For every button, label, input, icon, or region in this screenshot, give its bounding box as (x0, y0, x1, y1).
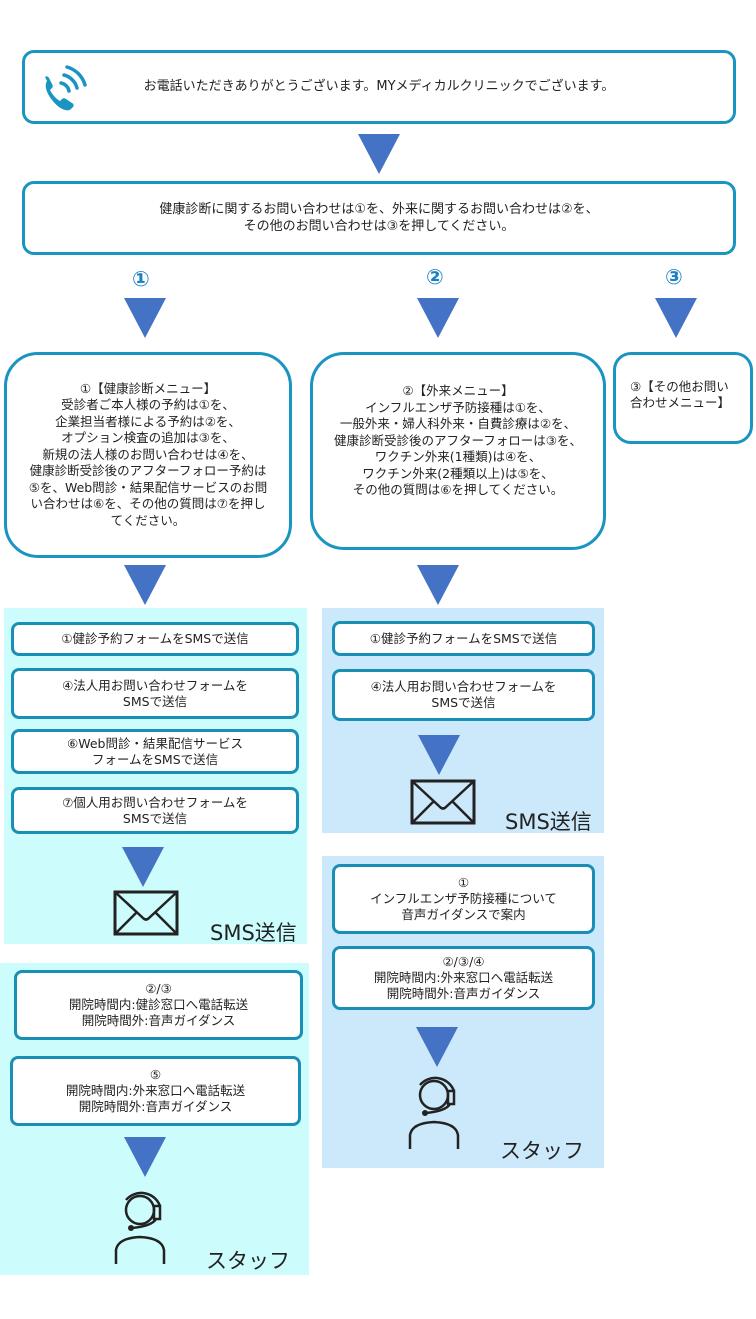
arrow-down-icon (124, 1137, 166, 1177)
envelope-icon (410, 779, 476, 825)
arrow-down-icon (124, 565, 166, 605)
arrow-down-icon (358, 134, 400, 174)
staff-label: スタッフ (206, 1249, 290, 1273)
other-menu-text: ③【その他お問い 合わせメニュー】 (630, 379, 731, 410)
arrow-down-icon (655, 298, 697, 338)
health-checkup-menu-text: ①【健康診断メニュー】 受診者ご本人様の予約は①を、 企業担当者様による予約は②… (28, 380, 268, 528)
phone-ringing-icon (39, 63, 95, 115)
main-menu-text: 健康診断に関するお問い合わせは①を、外来に関するお問い合わせは②を、 その他のお… (159, 202, 599, 234)
arrow-down-icon (417, 565, 459, 605)
outpatient-menu-box: ②【外来メニュー】 インフルエンザ予防接種は①を、 一般外来・婦人科外来・自費診… (310, 352, 606, 550)
staff-option: ⑤ 開院時間内:外来窓口へ電話転送 開院時間外:音声ガイダンス (10, 1056, 301, 1126)
envelope-icon (113, 890, 179, 936)
arrow-down-icon (416, 1027, 458, 1067)
sms-send-label: SMS送信 (505, 810, 592, 834)
staff-option: ②/③/④ 開院時間内:外来窓口へ電話転送 開院時間外:音声ガイダンス (332, 946, 595, 1010)
sms-option: ⑥Web問診・結果配信サービス フォームをSMSで送信 (11, 729, 299, 774)
other-menu-box: ③【その他お問い 合わせメニュー】 (613, 352, 753, 444)
sms-option: ⑦個人用お問い合わせフォームを SMSで送信 (11, 787, 299, 834)
arrow-down-icon (122, 847, 164, 887)
health-checkup-sms-panel (4, 608, 307, 944)
sms-option: ①健診予約フォームをSMSで送信 (11, 622, 299, 656)
staff-option: ②/③ 開院時間内:健診窓口へ電話転送 開院時間外:音声ガイダンス (14, 970, 303, 1040)
headset-staff-icon (404, 1075, 480, 1151)
sms-option: ④法人用お問い合わせフォームを SMSで送信 (332, 669, 595, 721)
staff-label: スタッフ (500, 1139, 584, 1163)
sms-option: ④法人用お問い合わせフォームを SMSで送信 (11, 668, 299, 719)
branch-number-1: ① (132, 267, 150, 291)
headset-staff-icon (110, 1190, 186, 1266)
staff-option: ① インフルエンザ予防接種について 音声ガイダンスで案内 (332, 864, 595, 934)
sms-option: ①健診予約フォームをSMSで送信 (332, 621, 595, 656)
outpatient-menu-text: ②【外来メニュー】 インフルエンザ予防接種は①を、 一般外来・婦人科外来・自費診… (334, 383, 582, 498)
branch-number-3: ③ (665, 265, 683, 289)
arrow-down-icon (417, 298, 459, 338)
sms-send-label: SMS送信 (210, 921, 297, 945)
main-menu-box: 健康診断に関するお問い合わせは①を、外来に関するお問い合わせは②を、 その他のお… (22, 181, 736, 255)
greeting-box: お電話いただきありがとうございます。MYメディカルクリニックでございます。 (22, 50, 736, 124)
greeting-text: お電話いただきありがとうございます。MYメディカルクリニックでございます。 (143, 79, 615, 94)
health-checkup-menu-box: ①【健康診断メニュー】 受診者ご本人様の予約は①を、 企業担当者様による予約は②… (4, 352, 292, 558)
arrow-down-icon (418, 735, 460, 775)
branch-number-2: ② (426, 265, 444, 289)
arrow-down-icon (124, 298, 166, 338)
